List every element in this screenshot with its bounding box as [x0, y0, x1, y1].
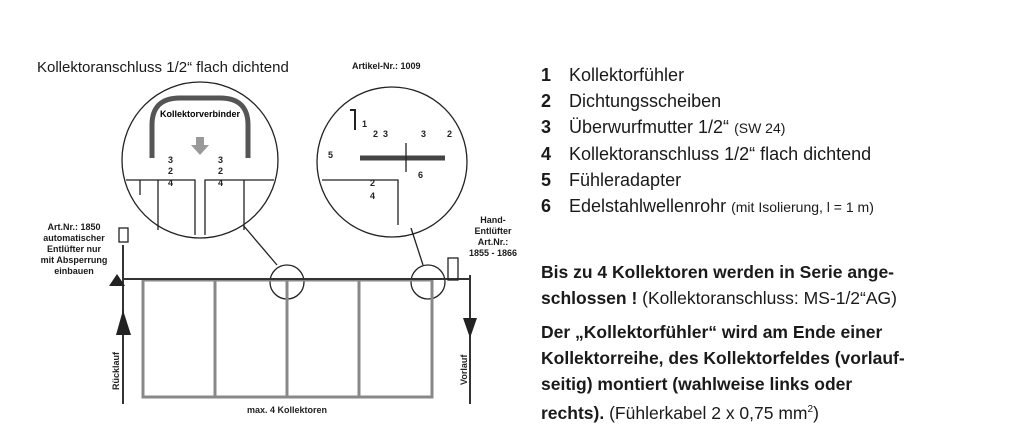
svg-text:3: 3 — [218, 155, 223, 165]
svg-text:4: 4 — [168, 178, 173, 188]
svg-text:3: 3 — [168, 155, 173, 165]
svg-text:5: 5 — [328, 150, 333, 160]
svg-text:4: 4 — [218, 178, 223, 188]
svg-text:6: 6 — [418, 170, 423, 180]
diagram-title: Kollektoranschluss 1/2“ flach dichtend — [37, 59, 289, 76]
detail-circle-sensor — [316, 86, 468, 238]
svg-text:2: 2 — [373, 129, 378, 139]
svg-text:2: 2 — [168, 166, 173, 176]
bottom-label: max. 4 Kollektoren — [247, 405, 327, 415]
connector-label: Kollektorverbinder — [160, 109, 241, 119]
svg-text:2: 2 — [370, 178, 375, 188]
flow-label: Vorlauf — [459, 354, 469, 385]
svg-text:2: 2 — [218, 166, 223, 176]
return-flow-arrow-icon — [116, 310, 131, 335]
return-arrow-icon — [109, 274, 125, 286]
svg-text:2: 2 — [447, 129, 452, 139]
collector-diagram: Kollektorverbinder 3 2 4 3 2 4 1 2 3 3 2… — [109, 81, 477, 415]
down-arrow-icon — [191, 137, 209, 155]
detail-circle-connector — [121, 81, 279, 239]
sensor-note: Der „Kollektorfühler“ wird am Ende einer… — [541, 322, 905, 423]
svg-text:4: 4 — [370, 191, 375, 201]
svg-text:3: 3 — [421, 129, 426, 139]
article-number: Artikel-Nr.: 1009 — [352, 61, 421, 71]
svg-text:1: 1 — [362, 119, 367, 129]
flow-arrow-icon — [463, 318, 477, 338]
series-note: Bis zu 4 Kollektoren werden in Serie ang… — [541, 262, 897, 308]
svg-text:3: 3 — [383, 129, 388, 139]
return-label: Rücklauf — [111, 351, 121, 390]
